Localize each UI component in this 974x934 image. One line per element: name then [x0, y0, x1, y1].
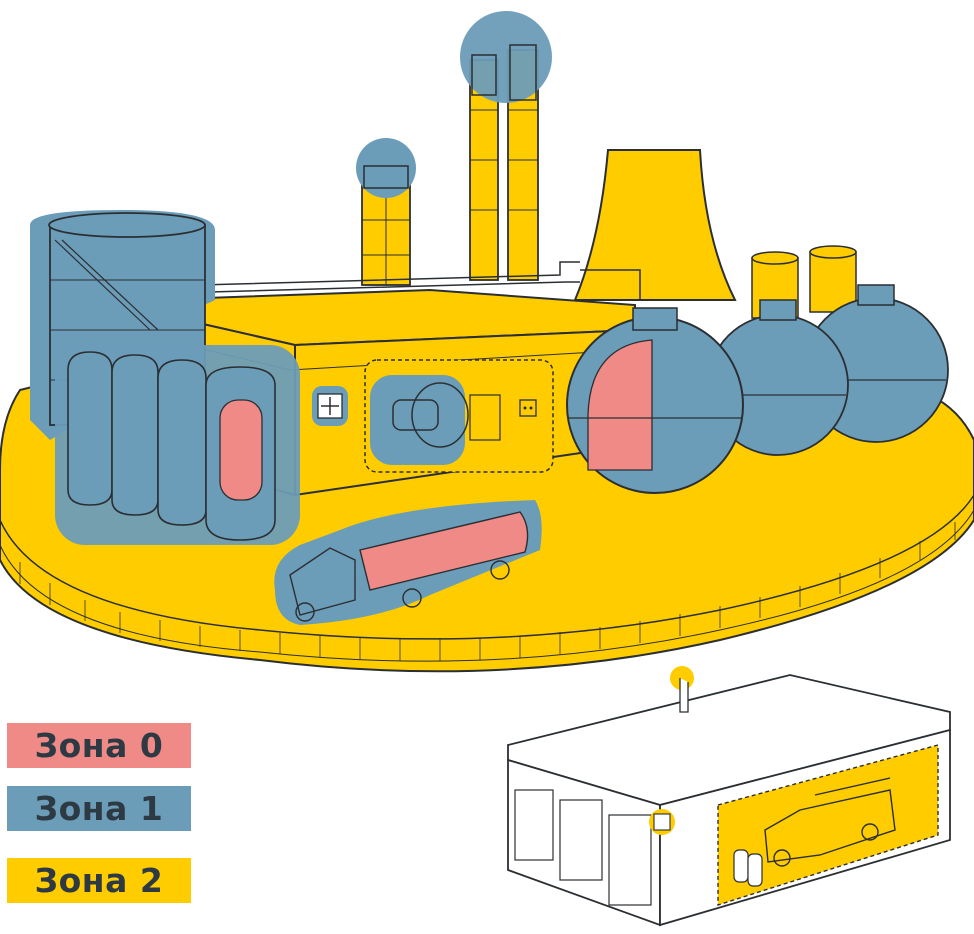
zone1-chimney-outlet-small — [356, 138, 416, 198]
zone0-sphere-interior — [587, 339, 653, 471]
tanker-truck-icon — [274, 500, 542, 625]
legend-zone-2-label: Зона 2 — [34, 861, 164, 900]
garage-doors — [514, 789, 652, 906]
zone1-machine-area — [370, 375, 465, 465]
fire-truck-icon — [764, 777, 896, 867]
spherical-tanks — [566, 284, 949, 494]
legend-zone-1-label: Зона 1 — [34, 789, 164, 828]
chimney-tops-large — [471, 44, 537, 101]
yellow-tanks-back — [751, 245, 857, 319]
zone2-fire-truck-bay — [717, 744, 939, 906]
zone1-chimney-outlet-large — [460, 11, 552, 103]
electrical-socket-icon — [519, 399, 537, 417]
cooling-tower — [573, 149, 737, 301]
legend-zone-0: Зона 0 — [7, 723, 191, 768]
gas-cylinder-icon — [733, 849, 763, 887]
zone0-vessel-interior — [219, 399, 263, 501]
ventilation-fan-icon — [312, 386, 348, 426]
legend-zone-1: Зона 1 — [7, 786, 191, 831]
legend-zone-0-label: Зона 0 — [34, 726, 164, 765]
legend-zone-2: Зона 2 — [7, 858, 191, 903]
garage-building — [507, 666, 951, 927]
ventilation-fan-icon — [649, 809, 675, 835]
vertical-vessels — [55, 345, 300, 545]
